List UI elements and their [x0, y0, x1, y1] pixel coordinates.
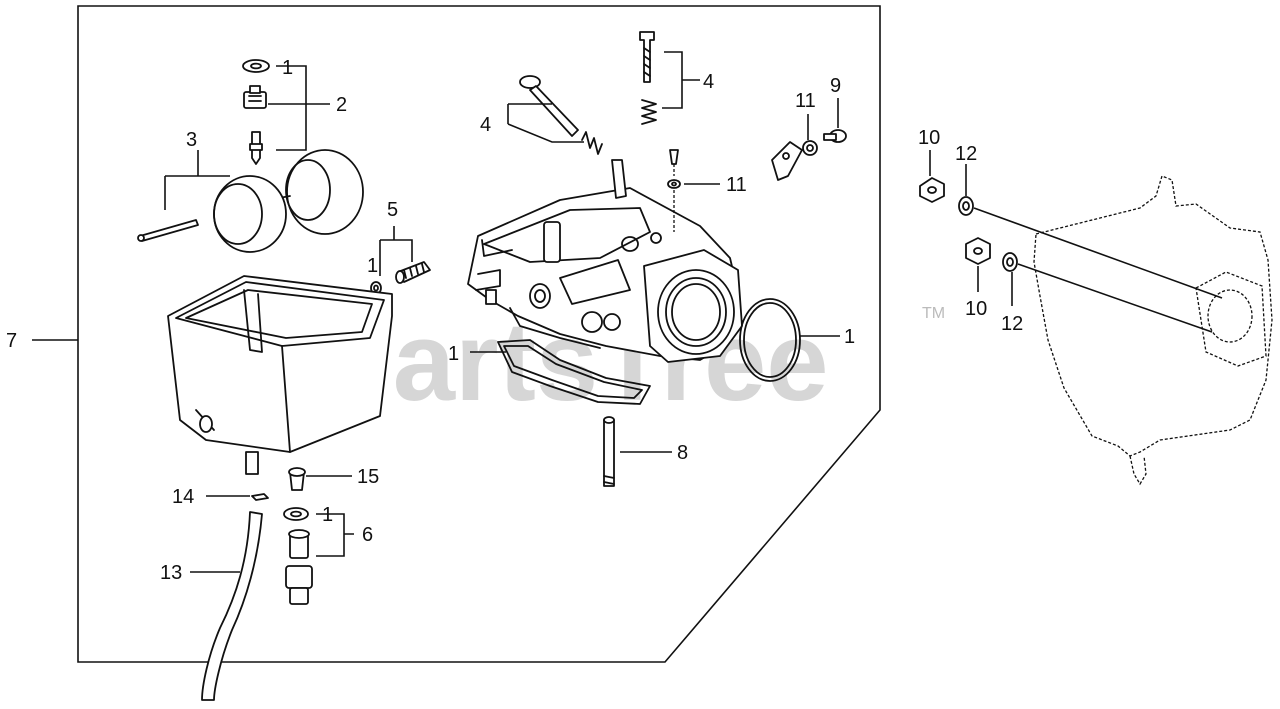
callout-13: 13	[160, 562, 182, 584]
bracket-4-top	[662, 51, 700, 109]
callout-3: 3	[186, 129, 197, 151]
callout-8: 8	[677, 442, 688, 464]
bracket-1-2	[276, 65, 307, 151]
callout-10-b: 10	[965, 298, 987, 320]
part-washer-12-a[interactable]	[958, 196, 974, 216]
part-washer-12-b[interactable]	[1002, 252, 1018, 272]
callout-10-a: 10	[918, 127, 940, 149]
stud-line-lower	[1017, 263, 1213, 333]
part-washer-top[interactable]	[242, 59, 270, 73]
part-bracket-plate[interactable]	[771, 141, 803, 181]
callout-1-oring: 1	[844, 326, 855, 348]
callout-12-a: 12	[955, 143, 977, 165]
stud-line-upper	[973, 207, 1223, 299]
part-washer-11-a[interactable]	[667, 179, 681, 189]
part-float-bowl[interactable]	[167, 275, 393, 475]
callout-4-top: 4	[703, 71, 714, 93]
bracket-5	[379, 226, 413, 276]
part-spring-left[interactable]	[581, 131, 603, 155]
callout-12-b: 12	[1001, 313, 1023, 335]
callout-1-drain: 1	[322, 504, 333, 526]
part-main-nozzle[interactable]	[603, 416, 615, 487]
part-drain-plug[interactable]	[285, 529, 313, 605]
part-o-ring[interactable]	[739, 298, 801, 382]
part-nut-10-a[interactable]	[919, 177, 945, 203]
part-float[interactable]	[213, 149, 364, 253]
part-drain-screw-small[interactable]	[669, 149, 679, 165]
watermark-trademark: TM	[922, 305, 945, 322]
callout-1-small: 1	[367, 255, 378, 277]
assembly-boundary	[77, 5, 881, 663]
callout-4-left: 4	[480, 114, 491, 136]
part-pilot-screw[interactable]	[519, 75, 579, 137]
part-engine-block[interactable]	[1033, 175, 1273, 486]
callout-6: 6	[362, 524, 373, 546]
part-float-valve-seat[interactable]	[243, 85, 267, 109]
callout-15: 15	[357, 466, 379, 488]
part-spring-top[interactable]	[641, 99, 657, 125]
callout-14: 14	[172, 486, 194, 508]
part-drain-tube[interactable]	[201, 511, 263, 701]
bracket-1-6	[316, 513, 354, 557]
callout-9: 9	[830, 75, 841, 97]
callout-11-b: 11	[726, 174, 747, 196]
part-washer-drain[interactable]	[283, 507, 309, 521]
callout-1-top: 1	[282, 57, 293, 79]
part-air-screw[interactable]	[395, 261, 431, 284]
part-float-needle[interactable]	[249, 131, 263, 165]
part-carburetor-flange[interactable]	[643, 249, 743, 363]
callout-5: 5	[387, 199, 398, 221]
bracket-4-left	[507, 103, 584, 143]
part-clip-14[interactable]	[251, 493, 269, 501]
part-screw-9[interactable]	[823, 129, 847, 143]
callout-7: 7	[6, 330, 17, 352]
callout-11-a: 11	[795, 90, 816, 112]
part-main-jet-needle[interactable]	[639, 31, 655, 83]
part-screw-15[interactable]	[288, 467, 306, 491]
bracket-3	[164, 150, 230, 210]
callout-2: 2	[336, 94, 347, 116]
part-nut-10-b[interactable]	[965, 237, 991, 265]
callout-1-gasket: 1	[448, 343, 459, 365]
part-float-pin[interactable]	[137, 219, 199, 242]
part-body-gasket[interactable]	[497, 339, 651, 405]
part-washer-11-b[interactable]	[802, 140, 818, 156]
